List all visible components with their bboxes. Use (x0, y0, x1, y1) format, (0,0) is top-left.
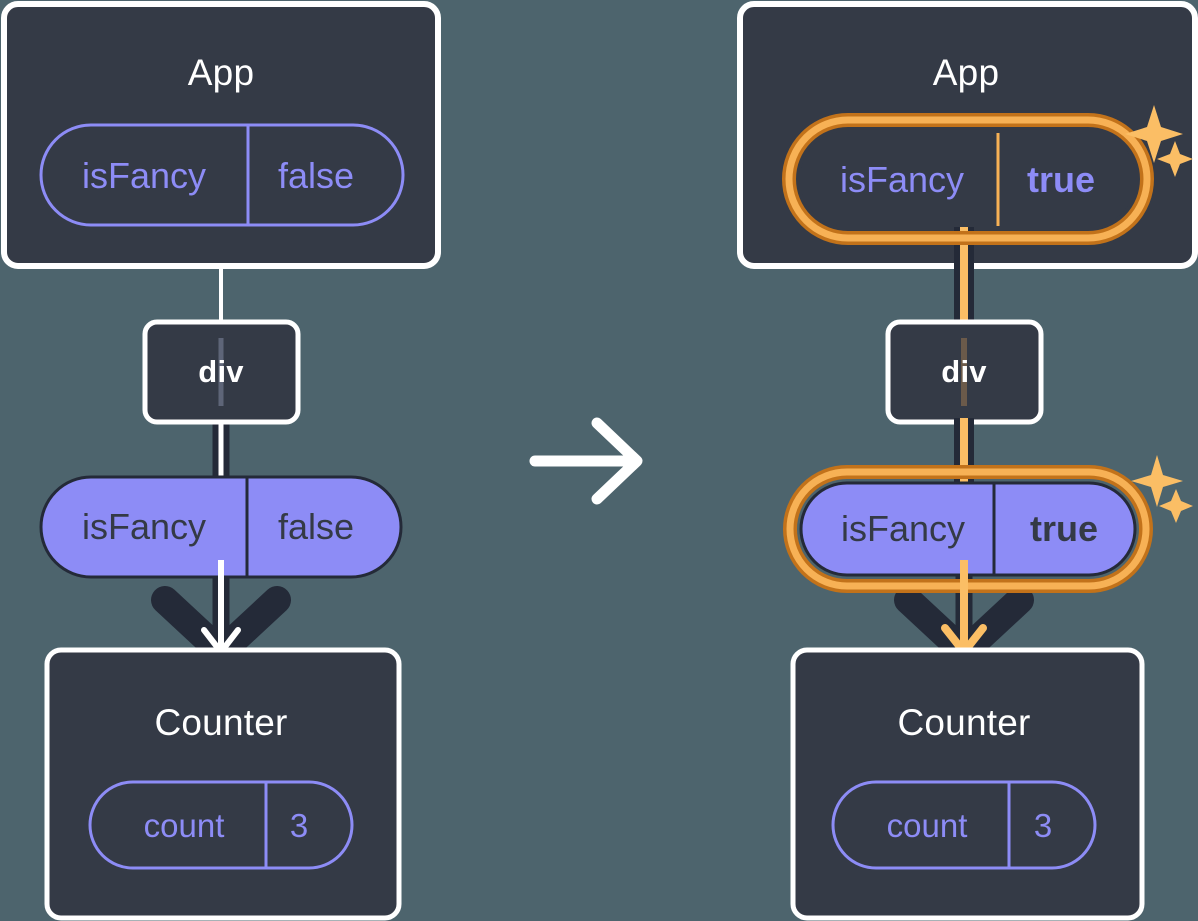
app-state-pill-left (39, 123, 405, 227)
counter-state-pill-left (88, 780, 354, 870)
app-state-pill-highlight-inner-right (785, 116, 1151, 242)
sparkle-icon-app-right (1125, 105, 1193, 177)
app-box-left (1, 1, 441, 269)
sparkle-icon-prop-right (1131, 455, 1193, 523)
counter-box-right (790, 647, 1145, 921)
app-state-pill-right (800, 131, 1136, 227)
arrow-right-icon (529, 417, 643, 505)
counter-box-left (44, 647, 402, 921)
counter-state-pill-right (831, 780, 1097, 870)
